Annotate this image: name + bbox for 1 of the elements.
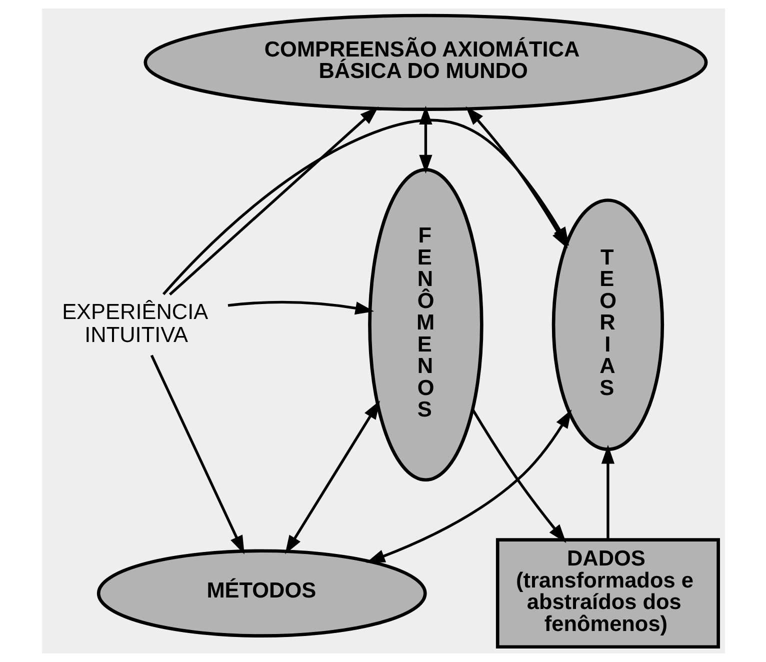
node-text: EXPERIÊNCIA INTUITIVA (62, 298, 208, 348)
